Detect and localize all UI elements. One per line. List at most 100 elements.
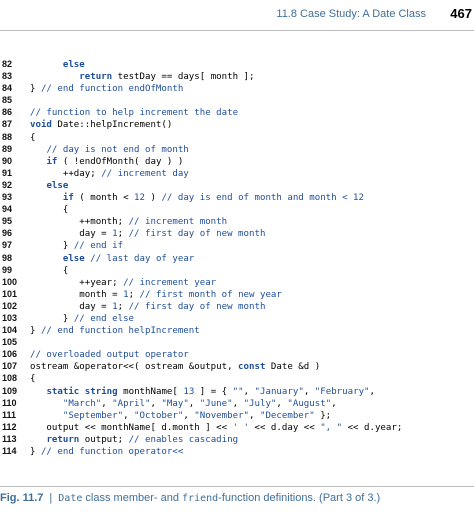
page-header: 11.8 Case Study: A Date Class 467 <box>0 4 474 24</box>
code-line: 106// overloaded output operator <box>0 348 474 360</box>
line-source: } // end function endOfMonth <box>30 83 183 95</box>
code-token: output << monthName[ d.month ] << <box>30 422 233 433</box>
code-token: << d.day << <box>249 422 321 433</box>
line-source: ++year; // increment year <box>30 277 216 289</box>
line-source: else <box>30 180 68 192</box>
code-token: "June" <box>199 398 233 409</box>
line-number: 107 <box>2 361 18 372</box>
line-number: 90 <box>2 155 13 166</box>
line-number: 104 <box>2 325 18 336</box>
caption-friend-keyword: friend <box>182 493 219 504</box>
code-token: 1 <box>123 289 129 300</box>
code-token: const <box>238 362 266 373</box>
line-number: 89 <box>2 143 13 154</box>
code-line: 94 { <box>0 203 474 215</box>
line-number: 99 <box>2 264 13 275</box>
code-token: "April" <box>112 398 151 409</box>
line-number: 93 <box>2 192 13 203</box>
line-number: 114 <box>2 446 17 456</box>
code-token: ; <box>117 301 129 312</box>
code-token: else <box>46 180 69 191</box>
code-line: 89 // day is not end of month <box>0 143 474 155</box>
code-token: "September" <box>62 410 124 421</box>
code-token: 12 <box>134 193 145 204</box>
line-number: 103 <box>2 312 18 323</box>
code-token: static <box>46 386 80 397</box>
code-token: monthName[ <box>117 386 184 397</box>
code-line: 103 } // end else <box>0 312 474 324</box>
code-line: 100 ++year; // increment year <box>0 276 474 288</box>
line-source: return output; // enables cascading <box>30 434 238 446</box>
code-token: 1 <box>112 229 118 240</box>
code-token: } <box>30 447 41 457</box>
line-number: 102 <box>2 300 18 311</box>
code-token: , <box>249 410 260 421</box>
code-line: 112 output << monthName[ d.month ] << ' … <box>0 421 474 433</box>
line-source: else <box>30 59 85 71</box>
code-token: // increment year <box>123 277 217 288</box>
code-token: // last day of year <box>90 253 195 264</box>
section-title: 11.8 Case Study: A Date Class <box>276 8 426 20</box>
code-token: else <box>62 253 85 264</box>
code-token: day = <box>30 229 113 240</box>
code-line: 90 if ( !endOfMonth( day ) ) <box>0 155 474 167</box>
figure-label: Fig. 11.7 <box>0 492 44 504</box>
code-token: ; <box>117 229 129 240</box>
line-number: 87 <box>2 119 13 130</box>
code-token: // increment month <box>128 217 228 228</box>
code-token: "May" <box>161 398 189 409</box>
code-token: ( !endOfMonth( day ) ) <box>57 156 184 167</box>
code-token: "August" <box>287 398 332 409</box>
code-token: Date &d ) <box>265 362 321 373</box>
code-token: // first day of new month <box>128 301 266 312</box>
code-line: 91 ++day; // increment day <box>0 167 474 179</box>
line-number: 100 <box>2 276 18 287</box>
line-source: "September", "October", "November", "Dec… <box>30 410 331 422</box>
code-token: testDay == days[ month ]; <box>112 72 255 83</box>
line-number: 86 <box>2 107 13 118</box>
code-token: { <box>30 374 36 385</box>
code-line: 104 } // end function helpIncrement <box>0 324 474 336</box>
line-source: static string monthName[ 13 ] = { "", "J… <box>30 386 375 398</box>
line-source: return testDay == days[ month ]; <box>30 71 255 83</box>
code-token: , <box>232 398 244 409</box>
line-number: 95 <box>2 216 13 227</box>
code-token: , <box>331 398 337 409</box>
code-line: 98 else // last day of year <box>0 252 474 264</box>
code-token: } <box>30 241 74 252</box>
code-token: , <box>276 398 288 409</box>
line-number: 97 <box>2 240 13 251</box>
line-source: // day is not end of month <box>30 144 188 156</box>
code-token: "November" <box>194 410 250 421</box>
code-line: 83 return testDay == days[ month ]; <box>0 70 474 82</box>
code-line: 88{ <box>0 131 474 143</box>
line-number: 85 <box>2 95 13 106</box>
code-token: day = <box>30 301 113 312</box>
code-token <box>30 399 63 409</box>
code-token: ++month; <box>30 217 129 228</box>
code-line: 82 else <box>0 58 474 70</box>
line-number: 101 <box>2 288 18 299</box>
header-rule <box>0 30 474 31</box>
line-source: // function to help increment the date <box>30 107 238 119</box>
code-token: ++year; <box>30 277 124 288</box>
code-token: , <box>369 386 375 397</box>
code-line: 111 "September", "October", "November", … <box>0 409 474 421</box>
line-source: } // end function helpIncrement <box>30 325 200 337</box>
line-number: 96 <box>2 228 13 239</box>
code-line: 97 } // end if <box>0 239 474 251</box>
code-line: 92 else <box>0 179 474 191</box>
figure-caption: Fig. 11.7|Date class member- and friend-… <box>0 492 380 504</box>
line-number: 88 <box>2 131 13 142</box>
code-line: 93 if ( month < 12 ) // day is end of mo… <box>0 191 474 203</box>
code-token: // function to help increment the date <box>30 108 239 119</box>
line-source: { <box>30 204 68 216</box>
code-token <box>30 254 63 264</box>
code-line: 84} // end function endOfMonth <box>0 82 474 94</box>
code-token: ; <box>128 289 140 300</box>
code-token: , <box>123 410 135 421</box>
code-token: if <box>62 193 74 204</box>
code-token: // increment day <box>101 168 189 179</box>
line-source: ++day; // increment day <box>30 168 189 180</box>
line-source: output << monthName[ d.month ] << ' ' <<… <box>30 422 402 434</box>
